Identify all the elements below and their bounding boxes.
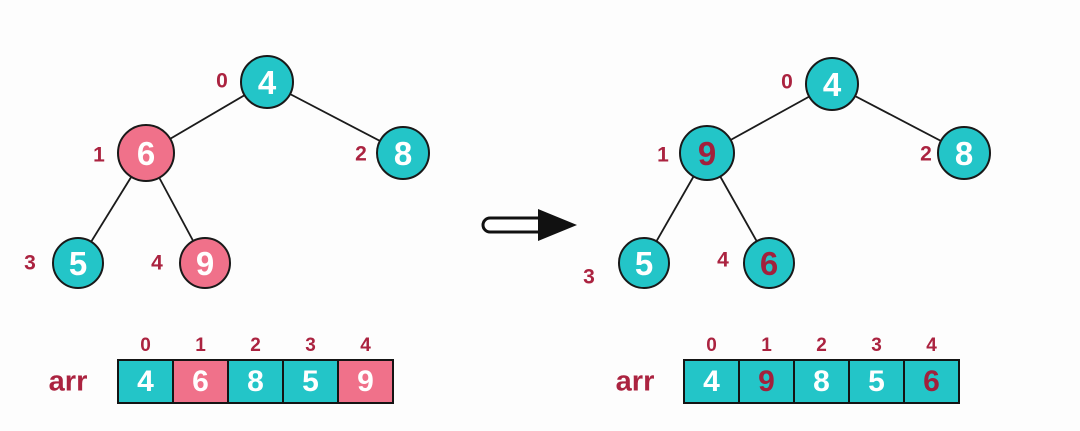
node-index-label: 2: [355, 142, 367, 166]
tree-node: 5: [618, 237, 670, 289]
array-cell: 6: [172, 359, 229, 404]
node-value: 8: [954, 134, 974, 172]
tree-node: 9: [179, 237, 231, 289]
array-index-label: 0: [706, 335, 717, 356]
array-cell: 8: [227, 359, 284, 404]
array-cells-row: 4 9 8 5 6: [683, 359, 960, 404]
array-index-label: 3: [305, 335, 316, 356]
node-index-label: 4: [151, 251, 163, 275]
array-cell: 5: [282, 359, 339, 404]
node-value: 8: [393, 134, 413, 172]
array-cells-row: 4 6 8 5 9: [117, 359, 394, 404]
tree-node: 5: [52, 237, 104, 289]
array-cell: 8: [793, 359, 850, 404]
array-index-label: 1: [195, 335, 206, 356]
node-index-label: 0: [781, 70, 793, 94]
tree-node: 9: [679, 125, 735, 181]
tree-node: 8: [376, 126, 430, 180]
tree-node: 4: [805, 57, 859, 111]
cell-value: 6: [192, 364, 209, 398]
array-cell: 9: [337, 359, 394, 404]
tree-node: 8: [937, 126, 991, 180]
cell-value: 5: [302, 364, 319, 398]
left-array: 0 1 2 3 4 4 6 8 5 9: [117, 336, 394, 404]
cell-value: 5: [868, 364, 885, 398]
array-cell: 4: [117, 359, 174, 404]
node-value: 9: [697, 134, 717, 172]
array-index-label: 2: [816, 335, 827, 356]
array-index-label: 4: [360, 335, 371, 356]
cell-value: 9: [758, 364, 775, 398]
array-index-label: 2: [250, 335, 261, 356]
cell-value: 4: [703, 364, 720, 398]
array-name-label: arr: [615, 365, 655, 398]
node-value: 6: [759, 244, 779, 282]
cell-value: 8: [813, 364, 830, 398]
array-index-label: 4: [926, 335, 937, 356]
right-array: 0 1 2 3 4 4 9 8 5 6: [683, 336, 960, 404]
array-cell: 6: [903, 359, 960, 404]
tree-node: 4: [240, 55, 294, 109]
node-value: 4: [822, 65, 842, 103]
array-cell: 4: [683, 359, 740, 404]
node-index-label: 3: [24, 251, 36, 275]
right-arrow-icon: [481, 209, 577, 241]
node-index-label: 1: [93, 143, 105, 167]
cell-value: 4: [137, 364, 154, 398]
node-index-label: 3: [583, 265, 595, 289]
array-index-row: 0 1 2 3 4: [118, 336, 394, 355]
node-value: 5: [634, 244, 654, 282]
node-index-label: 2: [920, 142, 932, 166]
node-value: 5: [68, 244, 88, 282]
cell-value: 6: [923, 364, 940, 398]
array-index-row: 0 1 2 3 4: [684, 336, 960, 355]
array-cell: 9: [738, 359, 795, 404]
node-index-label: 0: [216, 69, 228, 93]
node-index-label: 1: [657, 143, 669, 167]
array-index-label: 0: [140, 335, 151, 356]
node-value: 6: [136, 134, 156, 172]
tree-node: 6: [117, 124, 175, 182]
tree-node: 6: [743, 237, 795, 289]
array-name-label: arr: [48, 365, 88, 398]
array-cell: 5: [848, 359, 905, 404]
cell-value: 8: [247, 364, 264, 398]
cell-value: 9: [357, 364, 374, 398]
array-index-label: 3: [871, 335, 882, 356]
node-index-label: 4: [717, 248, 729, 272]
node-value: 4: [257, 63, 277, 101]
node-value: 9: [195, 244, 215, 282]
array-index-label: 1: [761, 335, 772, 356]
